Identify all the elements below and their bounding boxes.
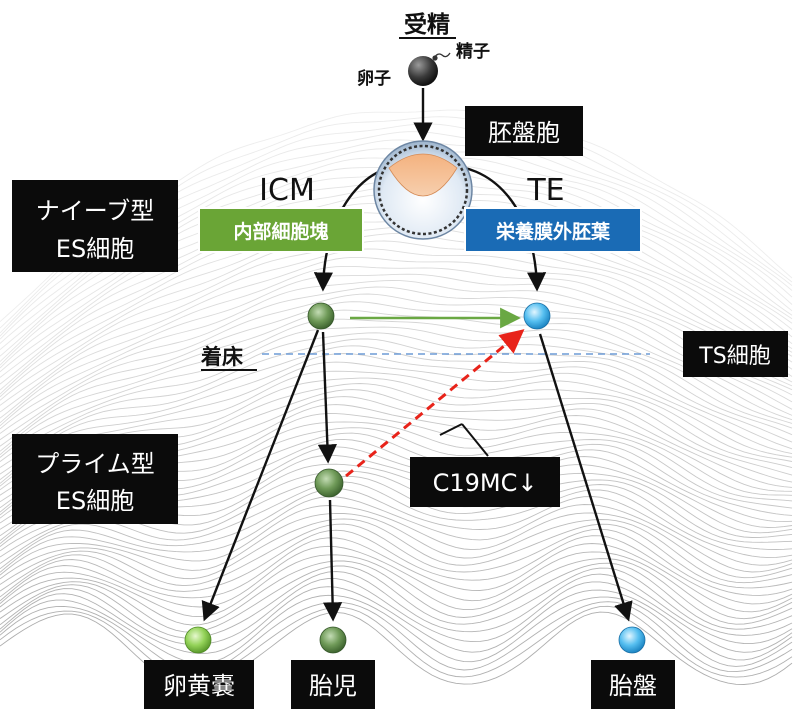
landscape-stripe bbox=[0, 560, 793, 630]
landscape-stripe bbox=[0, 481, 793, 559]
landscape-stripe bbox=[0, 293, 793, 434]
primed-es-label-line2: ES細胞 bbox=[56, 487, 134, 515]
primed-es-label-box bbox=[12, 434, 178, 524]
naive-to-yolk-sac-arrow bbox=[201, 329, 320, 622]
fertilization-title: 受精 bbox=[404, 11, 450, 38]
landscape-stripe bbox=[0, 523, 793, 596]
icm-label: ICM bbox=[259, 173, 315, 208]
primed-es-label-line1: プライム型 bbox=[35, 450, 155, 478]
landscape-stripe bbox=[0, 537, 793, 613]
ts-cell bbox=[523, 302, 551, 330]
ts-cell-label-box bbox=[683, 331, 788, 377]
implantation-label: 着床 bbox=[200, 345, 243, 369]
landscape-stripe bbox=[0, 286, 793, 430]
blastocyst-icon bbox=[373, 140, 473, 240]
fetus-cell bbox=[319, 626, 347, 654]
te-japanese-label: 栄養膜外胚葉 bbox=[495, 220, 611, 243]
icm-japanese-label: 内部細胞塊 bbox=[233, 220, 328, 243]
fetus-label: 胎児 bbox=[309, 672, 357, 700]
landscape-stripe bbox=[0, 240, 793, 401]
primed-to-fetus-arrow bbox=[323, 499, 343, 622]
primed-es-cell bbox=[314, 468, 344, 498]
placenta-label: 胎盤 bbox=[609, 672, 657, 700]
icm-japanese-box bbox=[198, 207, 364, 253]
landscape-stripe bbox=[0, 256, 793, 413]
landscape-stripe bbox=[0, 301, 793, 441]
background-fade bbox=[0, 0, 794, 120]
landscape-stripe bbox=[0, 529, 793, 605]
landscape-stripe bbox=[0, 586, 793, 661]
blastocyst-label-box bbox=[465, 106, 583, 156]
landscape-stripe bbox=[0, 512, 793, 584]
landscape-stripe bbox=[0, 248, 793, 406]
landscape-stripe bbox=[0, 345, 793, 468]
egg-label: 卵子 bbox=[357, 68, 391, 89]
yolk-sac-label: 卵黄嚢 bbox=[163, 672, 235, 700]
landscape-stripe bbox=[0, 309, 793, 447]
landscape-stripe bbox=[0, 338, 793, 462]
fetus-label-box bbox=[291, 660, 375, 709]
landscape-stripe bbox=[0, 353, 793, 475]
te-label: TE bbox=[526, 173, 564, 208]
landscape-stripe bbox=[0, 361, 793, 481]
sperm-label: 精子 bbox=[456, 41, 490, 62]
landscape-stripe bbox=[0, 571, 793, 645]
yolk-sac-cell bbox=[184, 626, 212, 654]
sperm-tail-icon bbox=[433, 52, 451, 59]
naive-es-label-line1: ナイーブ型 bbox=[36, 197, 155, 225]
landscape-stripe bbox=[0, 545, 793, 620]
placenta-label-box bbox=[591, 660, 675, 709]
naive-es-cell bbox=[307, 302, 335, 330]
landscape-stripe bbox=[0, 578, 793, 653]
egg-sperm-group bbox=[408, 52, 451, 86]
landscape-stripe bbox=[0, 605, 793, 680]
landscape-stripe bbox=[0, 496, 793, 573]
blastocyst-label: 胚盤胞 bbox=[488, 119, 560, 147]
landscape-stripe bbox=[0, 370, 793, 484]
landscape-stripe bbox=[0, 318, 793, 452]
landscape-stripe bbox=[0, 273, 793, 424]
inhibition-bar bbox=[439, 423, 489, 457]
landscape-stripe bbox=[0, 233, 793, 398]
te-japanese-box bbox=[464, 207, 642, 253]
ts-cell-label: TS細胞 bbox=[698, 344, 770, 369]
primed-to-ts-dashed-arrow bbox=[345, 329, 525, 478]
landscape-stripe bbox=[0, 505, 793, 579]
landscape-stripe bbox=[0, 377, 793, 487]
landscape-stripe bbox=[0, 280, 793, 427]
landscape-stripe bbox=[0, 565, 793, 636]
c19mc-label: C19MC↓ bbox=[433, 469, 538, 497]
naive-to-primed-arrow bbox=[317, 331, 337, 464]
landscape-stripe bbox=[0, 601, 793, 673]
egg-icon bbox=[408, 56, 438, 86]
landscape-stripe bbox=[0, 518, 793, 589]
landscape-stripe bbox=[0, 326, 793, 456]
landscape-stripe bbox=[0, 611, 793, 686]
landscape-stripe bbox=[0, 488, 793, 566]
naive-es-label-line2: ES細胞 bbox=[56, 235, 134, 263]
yolk-sac-label-box bbox=[144, 660, 254, 709]
c19mc-label-box bbox=[410, 457, 560, 507]
placenta-cell bbox=[618, 626, 646, 654]
landscape-stripe bbox=[0, 332, 793, 458]
landscape-stripe bbox=[0, 265, 793, 419]
naive-es-label-box bbox=[12, 180, 178, 272]
landscape-stripe bbox=[0, 554, 793, 625]
sperm-icon bbox=[432, 55, 438, 61]
landscape-stripe bbox=[0, 594, 793, 667]
ts-to-placenta-arrow bbox=[538, 333, 633, 622]
